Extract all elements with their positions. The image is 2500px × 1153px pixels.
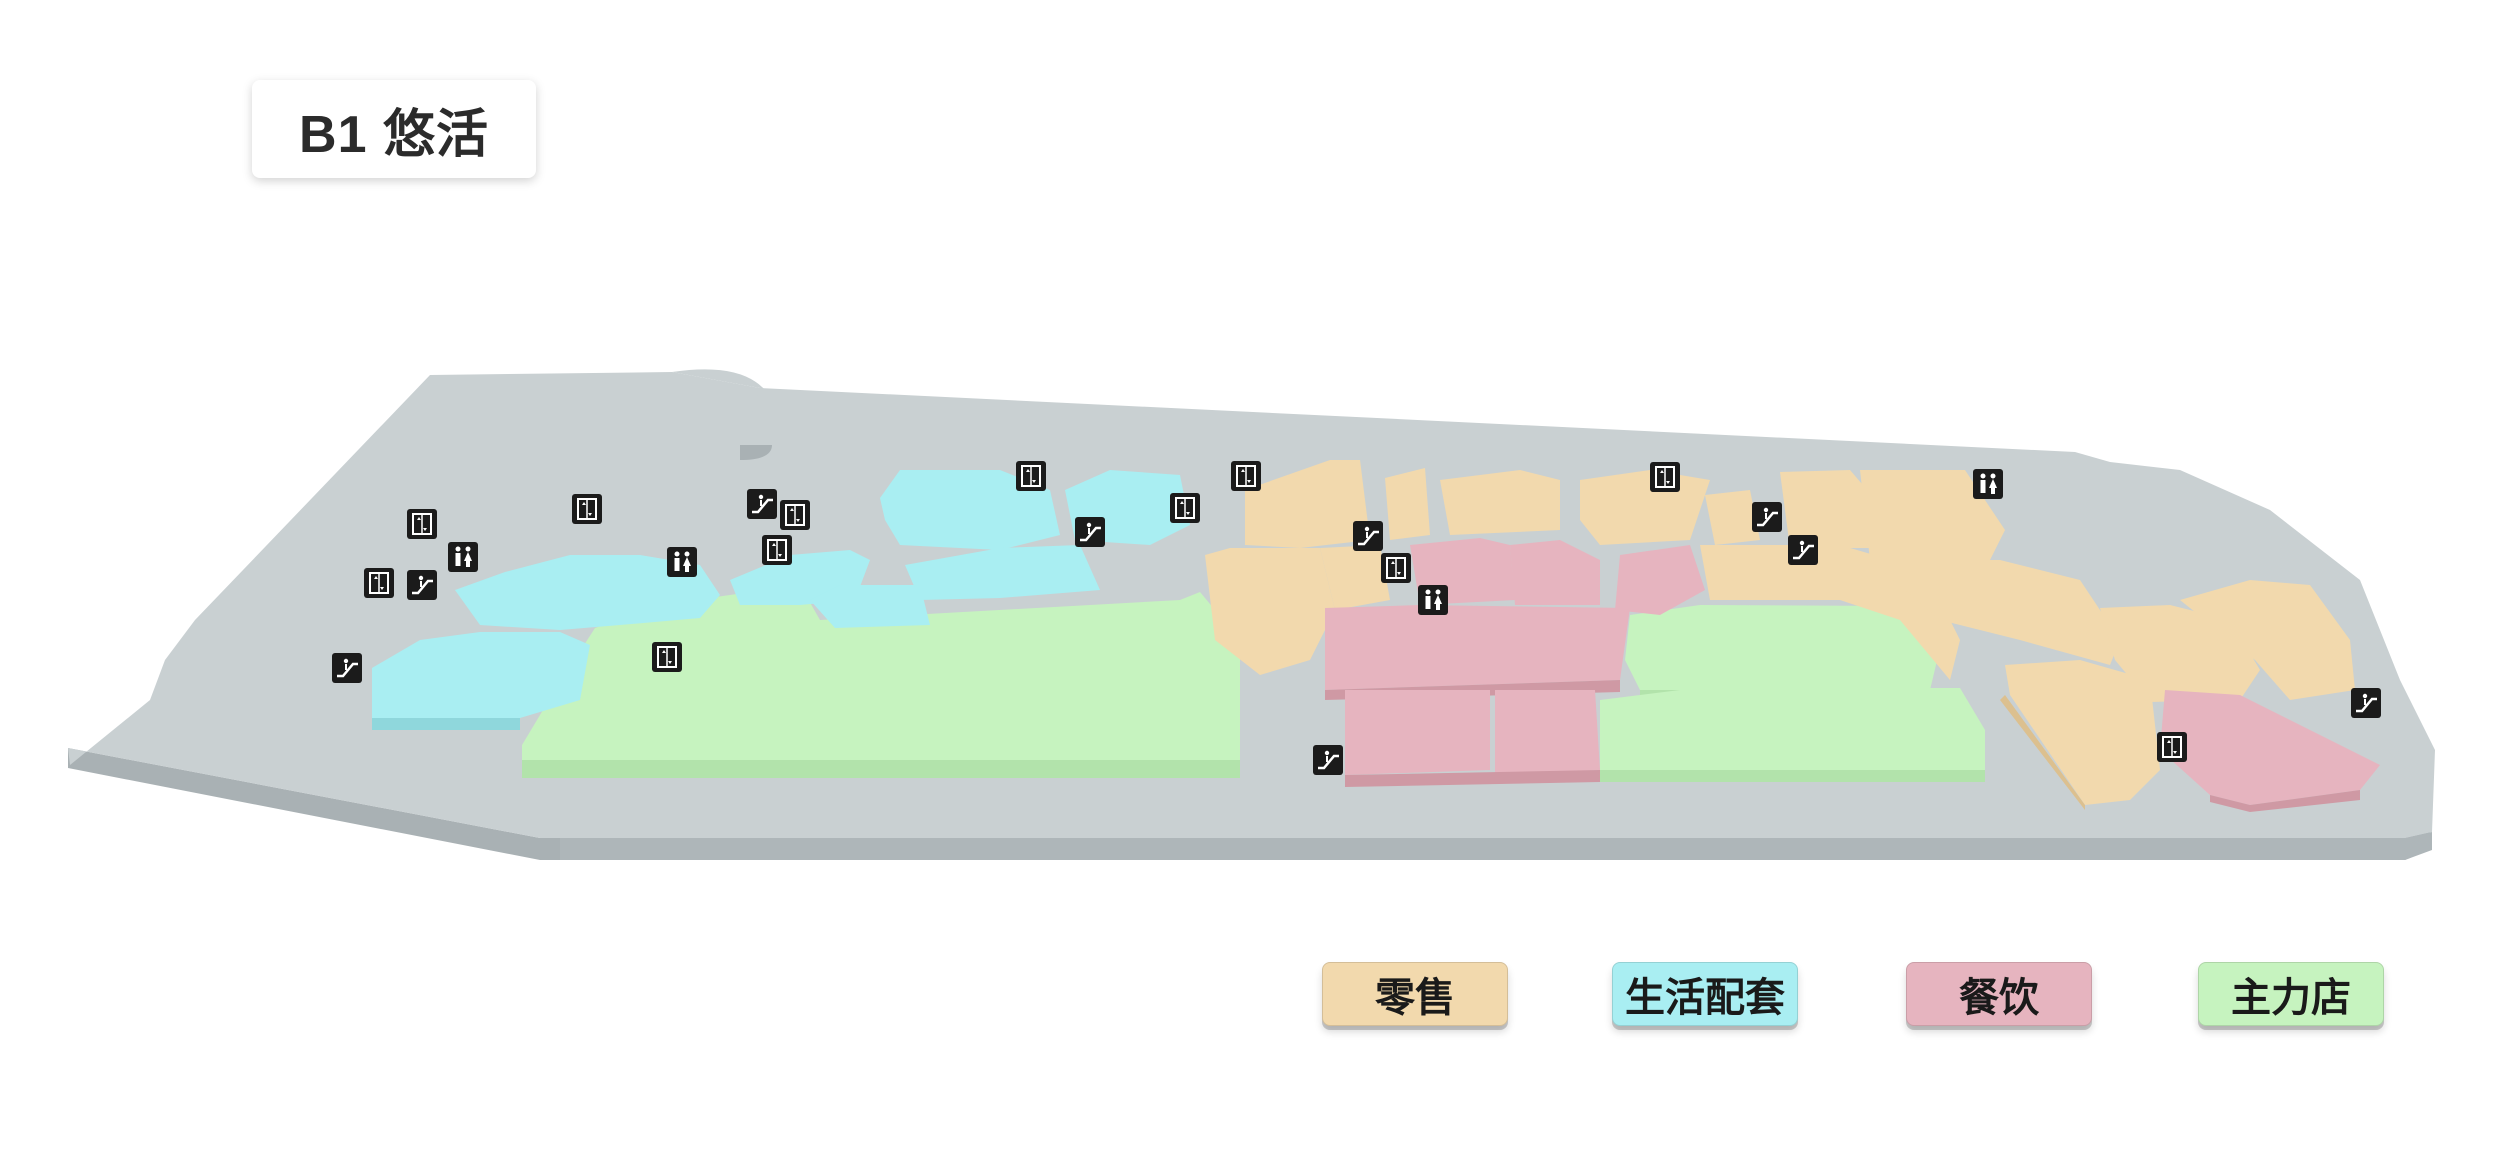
dining-zone bbox=[1325, 538, 2380, 812]
elevator-icon bbox=[762, 535, 792, 565]
retail-zone bbox=[1205, 460, 2355, 810]
escalator-icon bbox=[747, 489, 777, 519]
legend-anchor[interactable]: 主力店 bbox=[2198, 962, 2384, 1026]
escalator-icon bbox=[1788, 535, 1818, 565]
elevator-icon bbox=[1016, 461, 1046, 491]
elevator-icon bbox=[1231, 461, 1261, 491]
restroom-icon bbox=[667, 547, 697, 577]
elevator-icon bbox=[1381, 553, 1411, 583]
escalator-icon bbox=[1313, 745, 1343, 775]
legend-living[interactable]: 生活配套 bbox=[1612, 962, 1798, 1026]
elevator-icon bbox=[780, 500, 810, 530]
elevator-icon bbox=[652, 642, 682, 672]
elevator-icon bbox=[2157, 732, 2187, 762]
elevator-icon bbox=[572, 494, 602, 524]
restroom-icon bbox=[1418, 585, 1448, 615]
elevator-icon bbox=[1170, 493, 1200, 523]
escalator-icon bbox=[1075, 517, 1105, 547]
restroom-icon bbox=[1973, 469, 2003, 499]
escalator-icon bbox=[332, 653, 362, 683]
living-zone bbox=[372, 470, 1190, 730]
elevator-icon bbox=[1650, 462, 1680, 492]
restroom-icon bbox=[448, 542, 478, 572]
escalator-icon bbox=[1353, 521, 1383, 551]
escalator-icon bbox=[1752, 502, 1782, 532]
escalator-icon bbox=[407, 570, 437, 600]
anchor-zone bbox=[522, 585, 1985, 782]
elevator-icon bbox=[364, 568, 394, 598]
legend-retail[interactable]: 零售 bbox=[1322, 962, 1508, 1026]
legend-dining[interactable]: 餐饮 bbox=[1906, 962, 2092, 1026]
escalator-icon bbox=[2351, 688, 2381, 718]
elevator-icon bbox=[407, 509, 437, 539]
floor-label: B1 悠活 bbox=[252, 80, 536, 178]
